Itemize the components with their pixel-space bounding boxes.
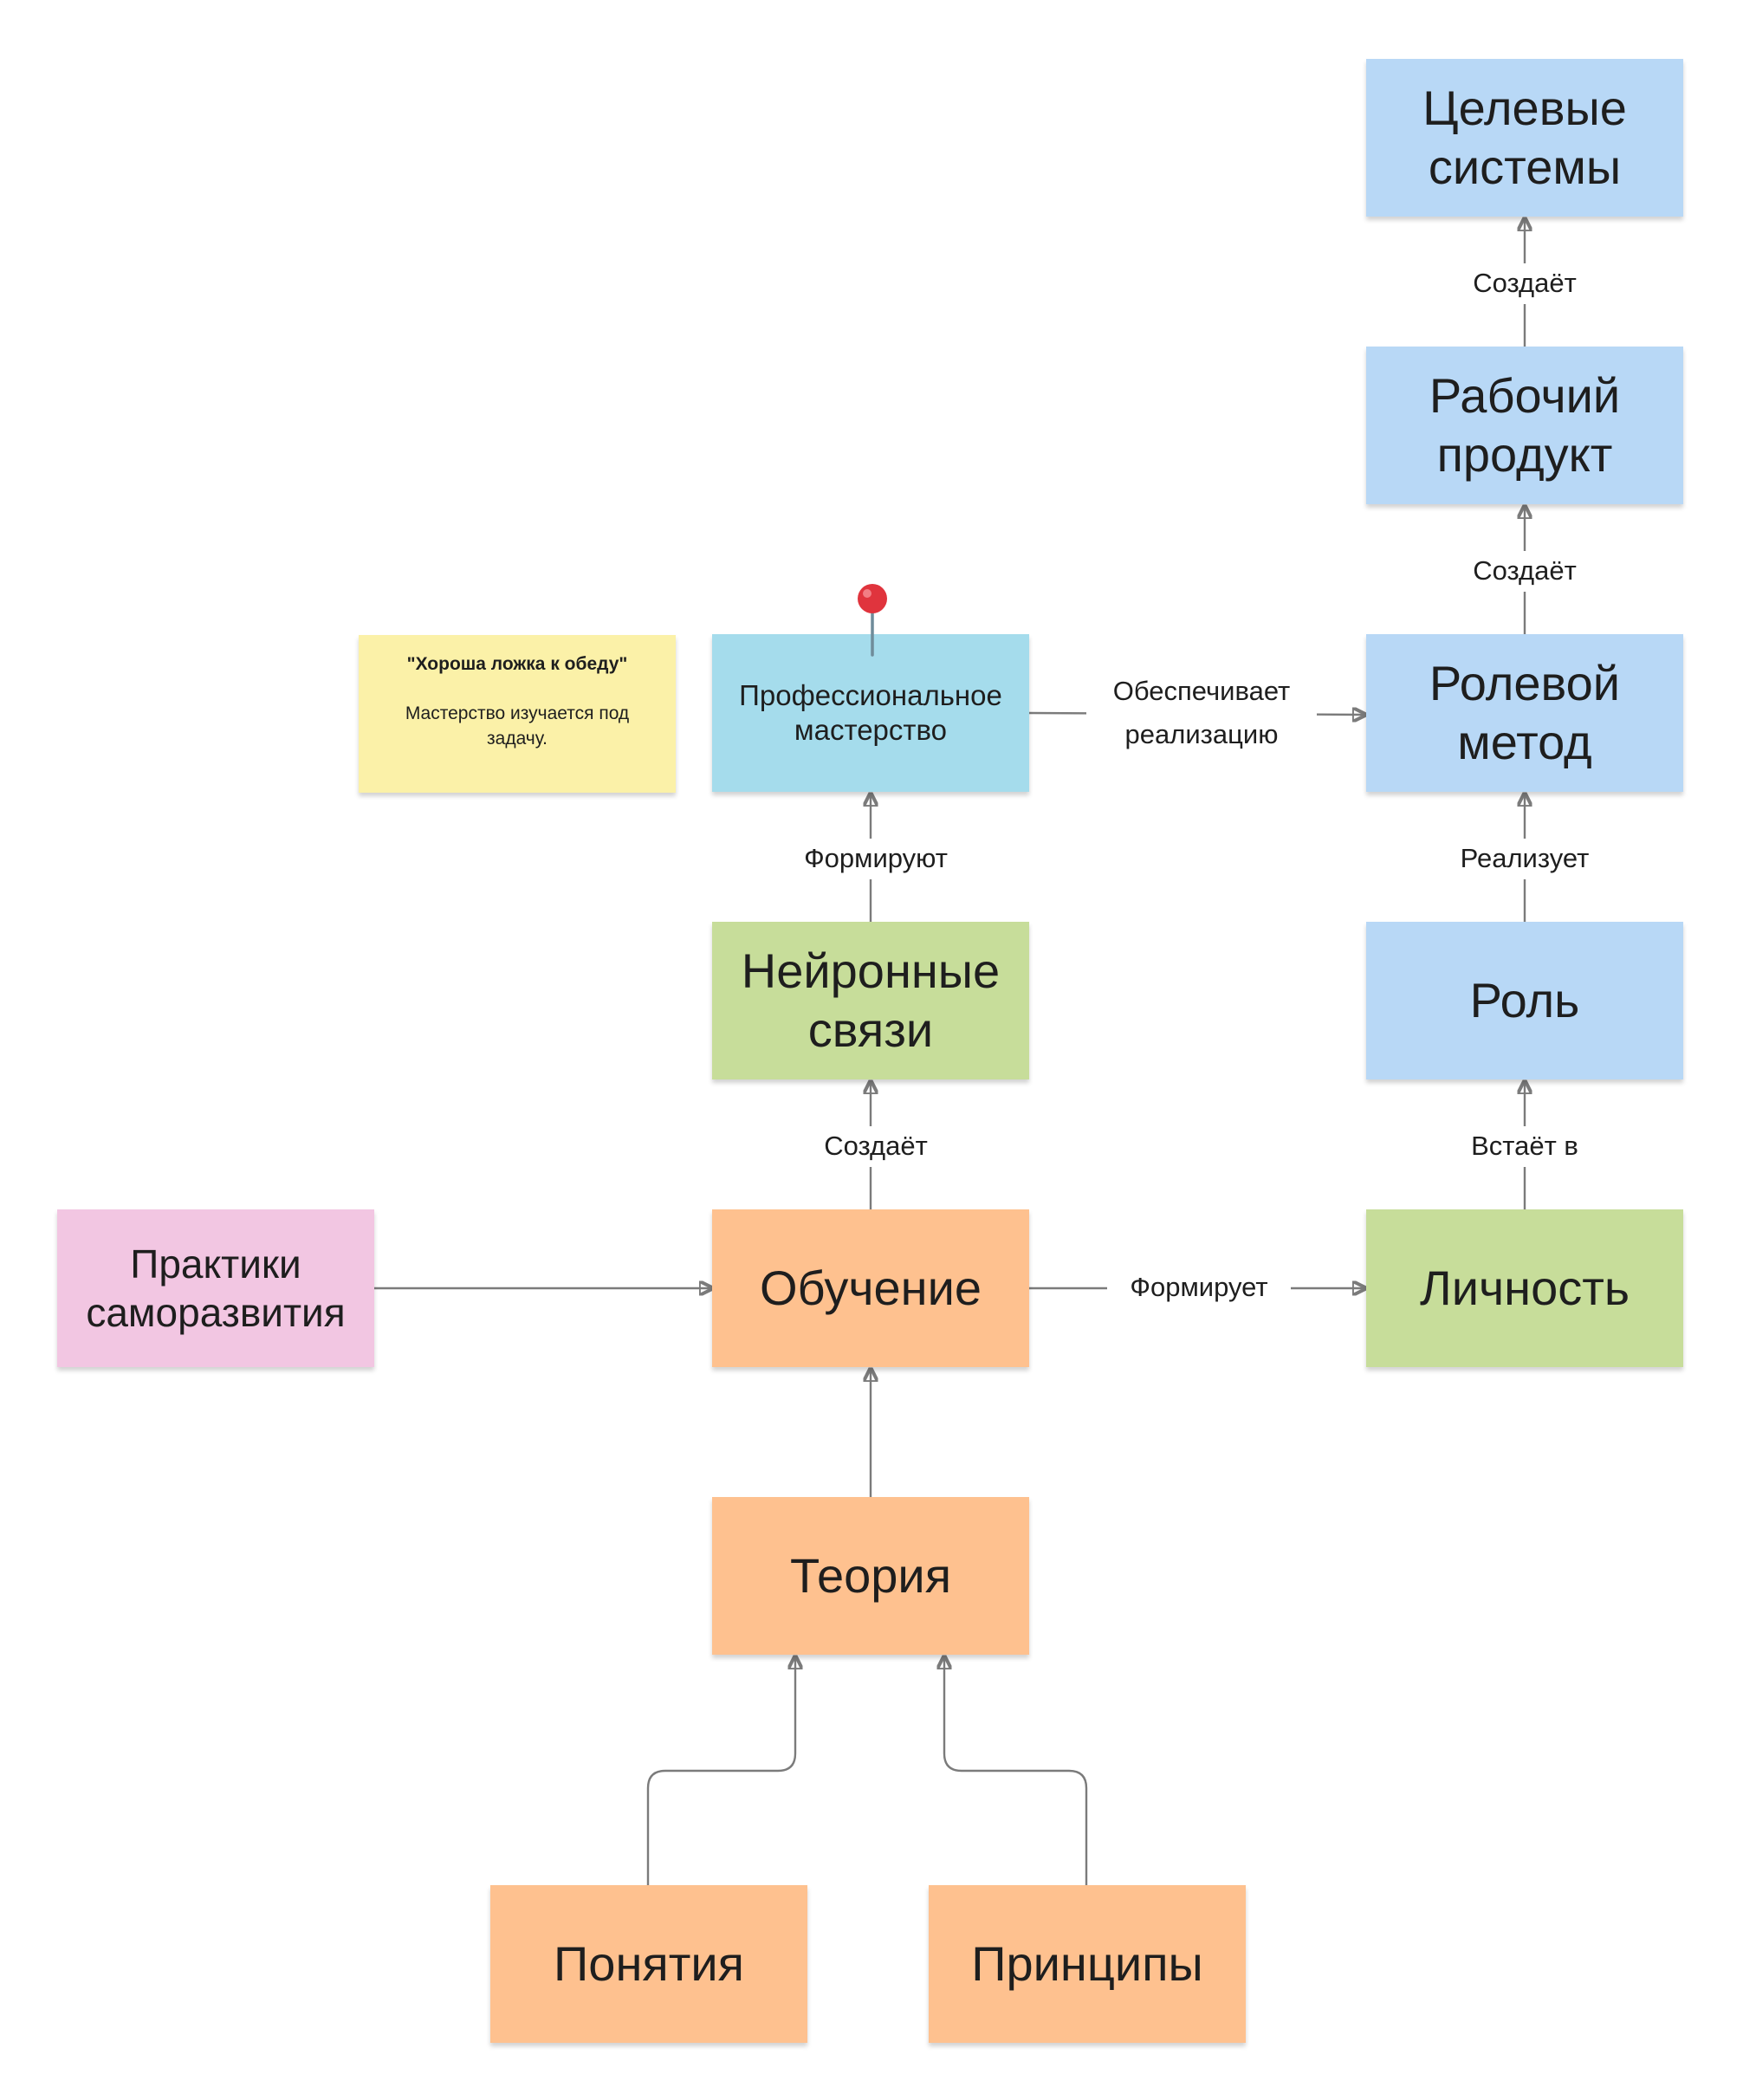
edge-label-personality-to-role: Встаёт в xyxy=(1455,1126,1595,1167)
edge-label-product-to-target: Создаёт xyxy=(1458,263,1591,304)
node-role[interactable]: Роль xyxy=(1366,922,1683,1079)
node-learning-label: Обучение xyxy=(759,1260,982,1315)
connector-concepts-to-theory[interactable] xyxy=(646,1656,795,1885)
edge-label-neural-to-mastery: Формируют xyxy=(777,839,975,879)
node-target-systems[interactable]: Целевые системы xyxy=(1366,59,1683,217)
node-work-product-label: Рабочий продукт xyxy=(1429,367,1621,482)
map-pin-icon xyxy=(858,584,887,657)
node-work-product[interactable]: Рабочий продукт xyxy=(1366,347,1683,504)
node-principles[interactable]: Принципы xyxy=(929,1885,1246,2043)
node-neural-connections-label: Нейронные связи xyxy=(741,943,1001,1057)
node-neural-connections[interactable]: Нейронные связи xyxy=(712,922,1029,1079)
node-learning[interactable]: Обучение xyxy=(712,1209,1029,1367)
node-self-development-practices[interactable]: Практики саморазвития xyxy=(57,1209,374,1367)
edge-label-role-method-to-product: Создаёт xyxy=(1458,551,1591,592)
node-concepts-label: Понятия xyxy=(554,1935,744,1991)
connector-principles-to-theory[interactable] xyxy=(944,1656,1088,1885)
node-role-label: Роль xyxy=(1469,972,1580,1027)
node-professional-mastery-label: Профессиональное мастерство xyxy=(739,678,1002,746)
sticky-note-body: Мастерство изучается под задачу. xyxy=(405,703,630,749)
edge-label-role-to-role-method: Реализует xyxy=(1442,839,1607,879)
node-target-systems-label: Целевые системы xyxy=(1422,80,1627,194)
node-professional-mastery[interactable]: Профессиональное мастерство xyxy=(712,634,1029,792)
node-role-method-label: Ролевой метод xyxy=(1429,655,1621,769)
node-theory[interactable]: Теория xyxy=(712,1497,1029,1655)
node-personality-label: Личность xyxy=(1419,1260,1630,1315)
node-self-development-practices-label: Практики саморазвития xyxy=(86,1241,346,1335)
node-concepts[interactable]: Понятия xyxy=(490,1885,807,2043)
edge-label-learning-to-personality: Формирует xyxy=(1107,1267,1291,1308)
sticky-note[interactable]: "Хороша ложка к обеду" Мастерство изучае… xyxy=(359,635,676,793)
edge-label-mastery-to-role-method: Обеспечивает реализацию xyxy=(1086,670,1317,756)
node-theory-label: Теория xyxy=(789,1547,952,1603)
edge-label-learning-to-neural: Создаёт xyxy=(804,1126,948,1167)
node-role-method[interactable]: Ролевой метод xyxy=(1366,634,1683,792)
node-personality[interactable]: Личность xyxy=(1366,1209,1683,1367)
node-principles-label: Принципы xyxy=(971,1935,1203,1991)
sticky-note-title: "Хороша ложка к обеду" xyxy=(406,654,628,674)
